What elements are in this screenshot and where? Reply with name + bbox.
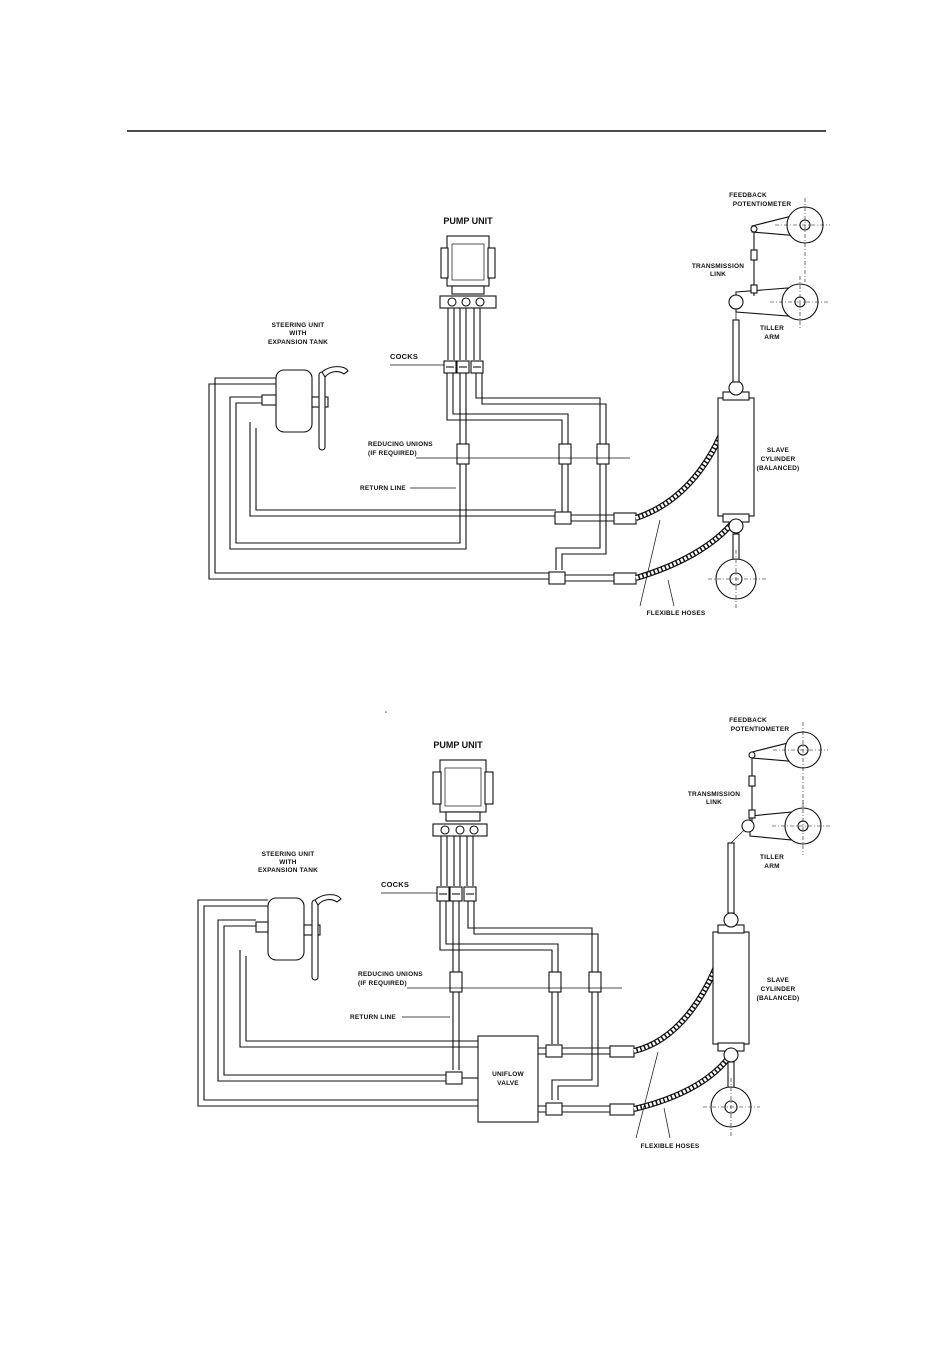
label-feedback-1: FEEDBACK <box>729 717 767 724</box>
label-pump-unit: PUMP UNIT <box>443 216 493 226</box>
label-steering-unit-2: WITH <box>279 859 297 866</box>
label-uniflow-2: VALVE <box>497 1080 519 1087</box>
label-slave-1: SLAVE <box>767 977 790 984</box>
label-steering-unit-3: EXPANSION TANK <box>258 867 318 874</box>
label-transmission-2: LINK <box>706 799 722 806</box>
steering-unit <box>255 894 342 981</box>
label-reducing-unions-2: (IF REQUIRED) <box>368 450 417 457</box>
label-pump-unit: PUMP UNIT <box>433 740 483 750</box>
feedback-potentiometer <box>748 722 828 822</box>
reducing-union <box>449 971 463 993</box>
label-feedback-1: FEEDBACK <box>729 192 767 199</box>
label-tiller-1: TILLER <box>760 325 784 332</box>
tiller-arm <box>730 800 832 855</box>
label-uniflow-1: UNIFLOW <box>492 1071 524 1078</box>
label-reducing-unions-1: REDUCING UNIONS <box>358 971 423 978</box>
pump-unit <box>439 235 497 309</box>
label-reducing-unions-2: (IF REQUIRED) <box>358 980 407 987</box>
stray-mark: " <box>385 712 387 718</box>
label-transmission-1: TRANSMISSION <box>692 263 744 270</box>
cocks <box>436 886 477 902</box>
label-steering-unit-1: STEERING UNIT <box>272 322 325 329</box>
label-transmission-1: TRANSMISSION <box>688 791 740 798</box>
label-slave-1: SLAVE <box>767 447 790 454</box>
reducing-union <box>588 971 602 993</box>
cocks <box>443 360 484 374</box>
label-feedback-2: POTENTIOMETER <box>733 201 792 208</box>
label-steering-unit-3: EXPANSION TANK <box>268 339 328 346</box>
slave-cylinder <box>703 842 760 1138</box>
label-reducing-unions-1: REDUCING UNIONS <box>368 441 433 448</box>
label-tiller-2: ARM <box>764 863 779 870</box>
slave-cylinder <box>708 319 766 610</box>
label-slave-3: (BALANCED) <box>757 465 800 472</box>
label-flexible-hoses: FLEXIBLE HOSES <box>647 610 706 617</box>
label-tiller-2: ARM <box>764 334 779 341</box>
label-slave-2: CYLINDER <box>761 456 796 463</box>
uniflow-valve <box>477 1035 539 1123</box>
diagram-top: PUMP UNIT STEERING UNIT WITH EXPANSION T… <box>208 192 830 617</box>
steering-unit <box>261 366 349 451</box>
label-steering-unit-2: WITH <box>289 330 307 337</box>
reducing-union <box>558 443 572 465</box>
label-feedback-2: POTENTIOMETER <box>731 726 790 733</box>
reducing-union <box>596 443 610 465</box>
label-return-line: RETURN LINE <box>360 485 406 492</box>
diagram-bottom: PUMP UNIT STEERING UNIT WITH EXPANSION T… <box>197 717 832 1150</box>
feedback-potentiometer <box>750 198 830 296</box>
label-return-line: RETURN LINE <box>350 1014 396 1021</box>
label-slave-3: (BALANCED) <box>757 995 800 1002</box>
tiller-arm <box>728 276 830 330</box>
label-steering-unit-1: STEERING UNIT <box>262 851 315 858</box>
reducing-union <box>456 443 470 465</box>
reducing-union <box>548 971 562 993</box>
label-slave-2: CYLINDER <box>761 986 796 993</box>
pump-unit <box>432 759 494 837</box>
label-cocks: COCKS <box>390 352 418 361</box>
label-cocks: COCKS <box>381 880 409 889</box>
label-transmission-2: LINK <box>710 271 726 278</box>
label-flexible-hoses: FLEXIBLE HOSES <box>641 1143 700 1150</box>
label-tiller-1: TILLER <box>760 854 784 861</box>
